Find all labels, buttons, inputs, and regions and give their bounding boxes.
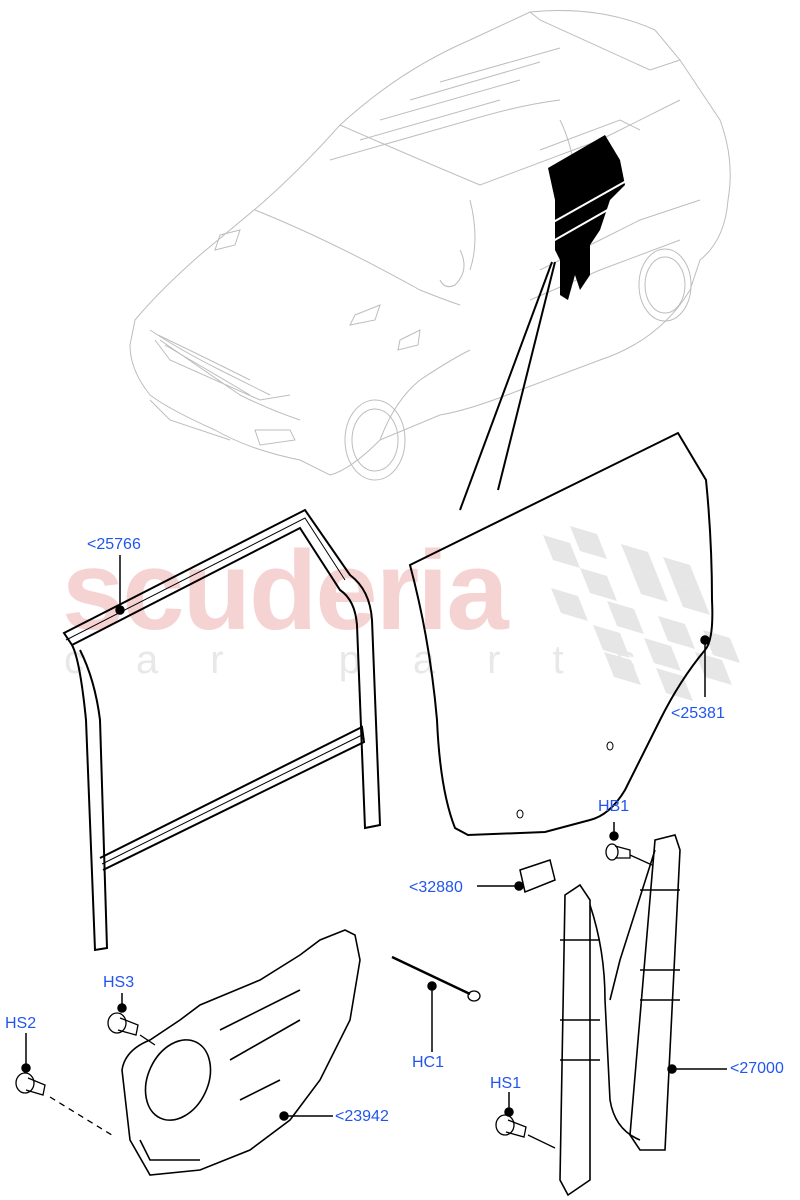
callout-hs3[interactable]: HS3 [103, 974, 135, 991]
callout-25381[interactable]: <25381 [671, 705, 725, 722]
callout-hc1[interactable]: HC1 [412, 1054, 445, 1071]
callout-25766[interactable]: <25766 [87, 536, 141, 553]
callout-hs2[interactable]: HS2 [5, 1015, 37, 1032]
checkered-flag-icon [543, 526, 740, 701]
callout-hb1[interactable]: HB1 [598, 798, 630, 815]
vehicle-outline [129, 10, 731, 481]
door-module-carrier-part [121, 929, 361, 1176]
door-glass-part [408, 431, 714, 837]
highlighted-door-glass [459, 135, 629, 511]
door-frame-seal-part [62, 508, 382, 952]
cable-clip-hc1-icon [391, 955, 481, 1002]
window-regulator-part [559, 834, 681, 1197]
callout-23942[interactable]: <23942 [335, 1108, 389, 1125]
screw-hs1-icon [495, 1114, 556, 1149]
pad-part [519, 859, 556, 894]
watermark-tagline: car parts [64, 638, 688, 682]
callout-27000[interactable]: <27000 [730, 1060, 784, 1077]
bolt-hb1-icon [605, 843, 653, 866]
screw-hs3-icon [107, 1012, 156, 1046]
screw-hs2-icon [15, 1072, 116, 1138]
callout-32880[interactable]: <32880 [409, 879, 463, 896]
callout-hs1[interactable]: HS1 [490, 1075, 522, 1092]
leader-lines [21, 555, 727, 1121]
